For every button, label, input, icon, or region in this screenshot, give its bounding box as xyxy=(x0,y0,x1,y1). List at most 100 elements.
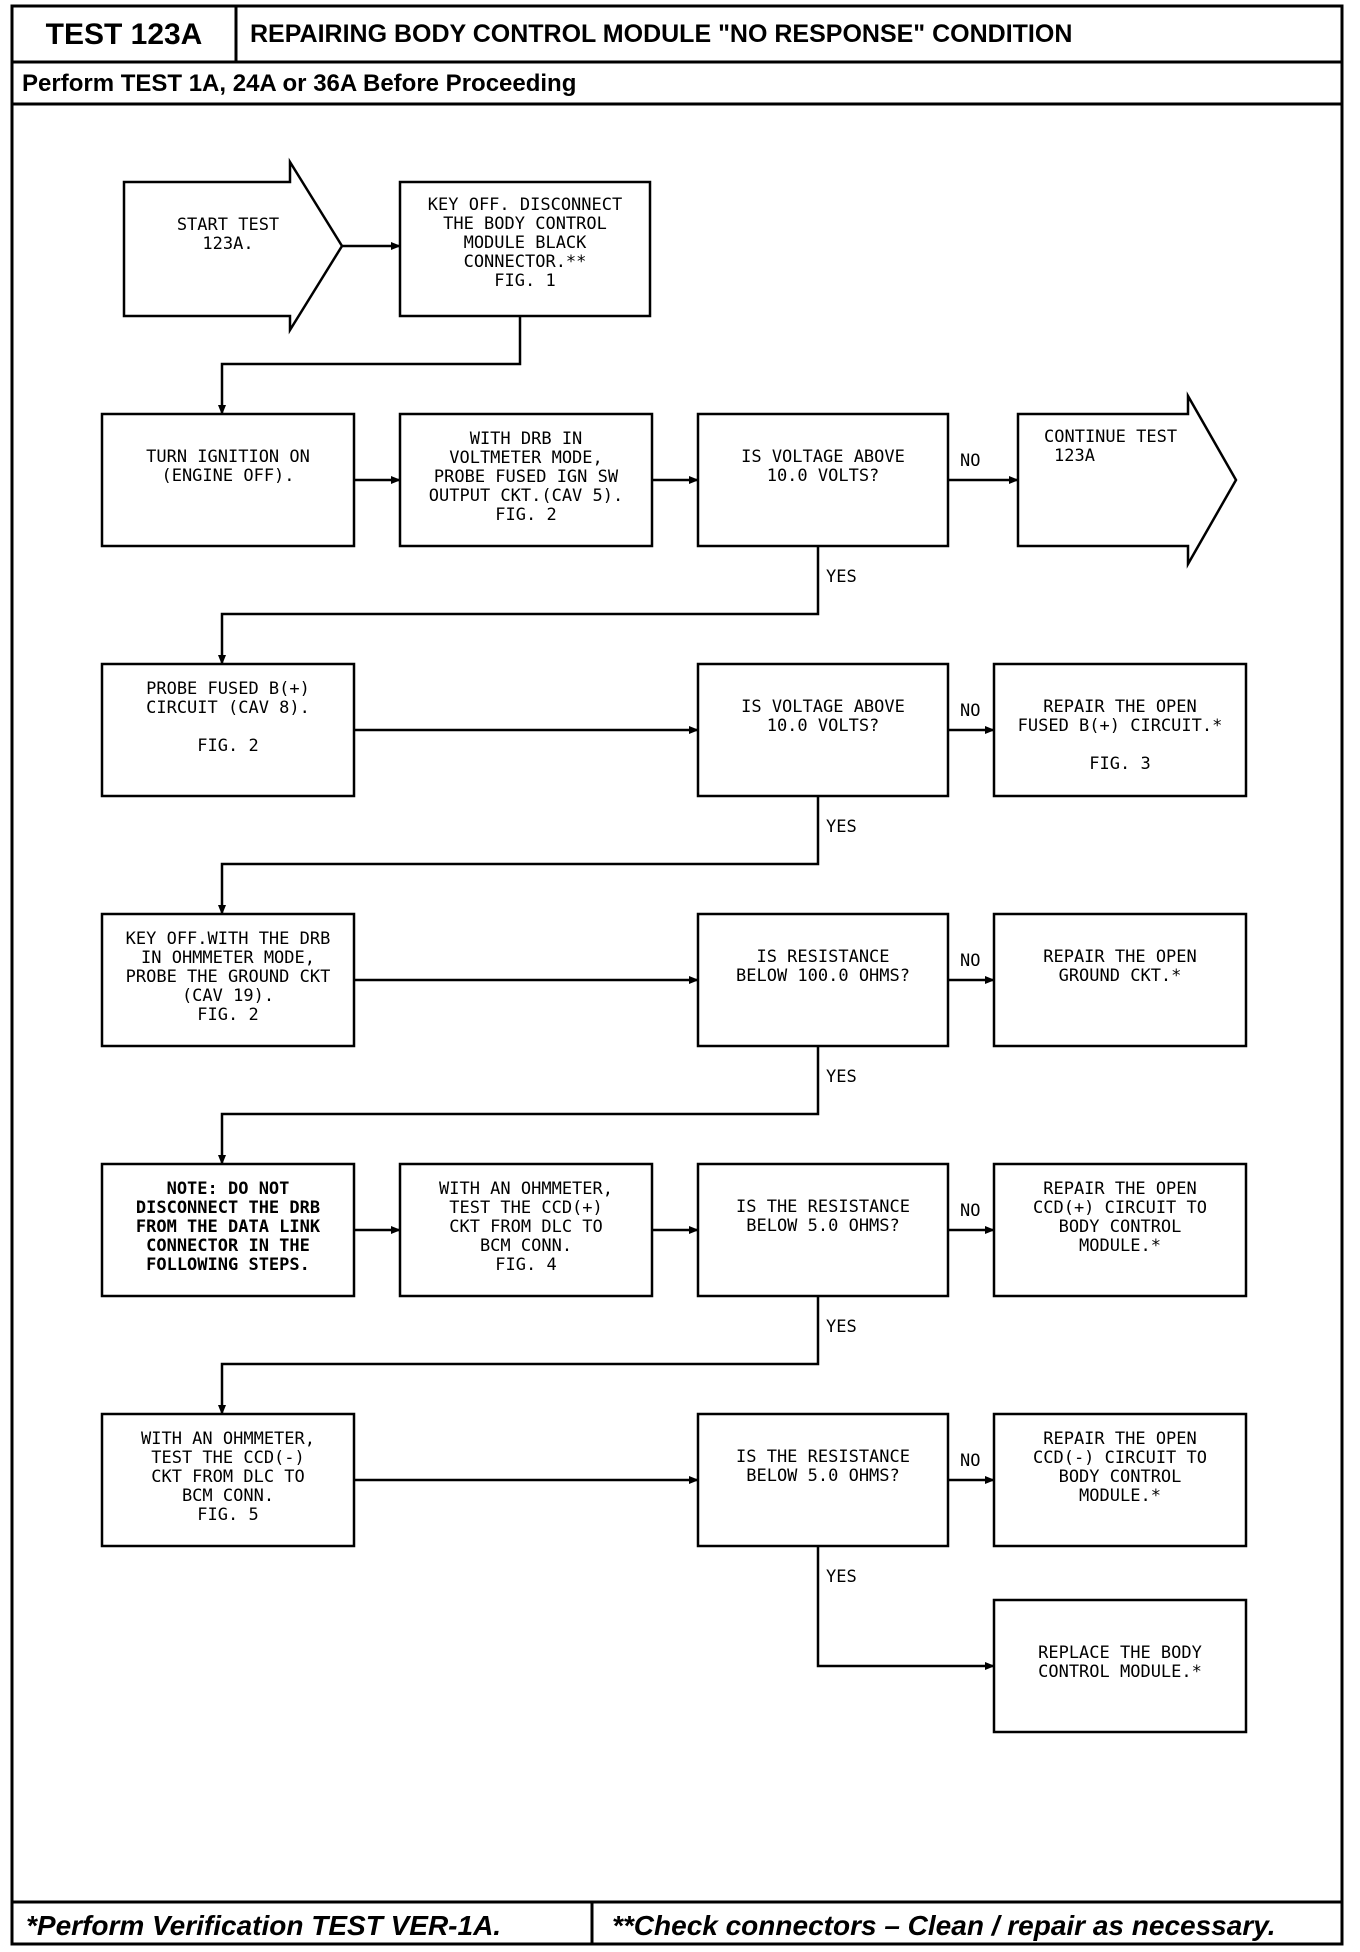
label-no-q1: NO xyxy=(960,451,980,471)
node-repair-fused-b-line: FUSED B(+) CIRCUIT.* xyxy=(1018,716,1223,736)
node-repair-fused-b-line: REPAIR THE OPEN xyxy=(1043,697,1197,717)
node-repair-ccd-plus-shape xyxy=(992,1162,1248,1298)
label-yes-r2: YES xyxy=(826,1317,857,1337)
node-probe-ground-line: PROBE THE GROUND CKT xyxy=(126,967,331,987)
node-repair-ccd-minus-line: MODULE.* xyxy=(1079,1486,1161,1506)
node-repair-ccd-minus-line: CCD(-) CIRCUIT TO xyxy=(1033,1448,1207,1468)
node-note-drb-line: FOLLOWING STEPS. xyxy=(146,1255,310,1275)
node-key-off-disconnect-line: THE BODY CONTROL xyxy=(443,214,607,234)
node-key-off-disconnect-shape xyxy=(398,180,652,318)
node-q-resistance-2-line: BELOW 5.0 OHMS? xyxy=(746,1216,900,1236)
node-replace-bcm-line: CONTROL MODULE.* xyxy=(1038,1662,1202,1682)
node-repair-ground-line: REPAIR THE OPEN xyxy=(1043,947,1197,967)
node-q-resistance-1-line: BELOW 100.0 OHMS? xyxy=(736,966,910,986)
node-continue-test-line: CONTINUE TEST xyxy=(1044,427,1177,447)
edge-q2-yes xyxy=(218,796,820,915)
node-repair-ccd-minus-line: REPAIR THE OPEN xyxy=(1043,1429,1197,1449)
node-repair-ccd-plus-line: BODY CONTROL xyxy=(1059,1217,1182,1237)
node-turn-ignition-on-line: TURN IGNITION ON xyxy=(146,447,310,467)
node-repair-ccd-minus-line: BODY CONTROL xyxy=(1059,1467,1182,1487)
node-probe-fused-b-line: CIRCUIT (CAV 8). xyxy=(146,698,310,718)
label-no-r3: NO xyxy=(960,1451,980,1471)
page-title: REPAIRING BODY CONTROL MODULE "NO RESPON… xyxy=(250,20,1072,48)
test-id: TEST 123A xyxy=(46,18,203,51)
edge-r1-yes xyxy=(218,1046,820,1165)
node-probe-ground-line: KEY OFF.WITH THE DRB xyxy=(126,929,331,949)
edge-disconnect-to-ignition xyxy=(218,316,522,415)
node-q-voltage-1-shape xyxy=(696,412,950,548)
node-key-off-disconnect-line: FIG. 1 xyxy=(494,271,555,291)
node-probe-ign-sw-line: FIG. 2 xyxy=(495,505,556,525)
edge-r2-yes xyxy=(218,1296,820,1415)
node-q-voltage-1-line: IS VOLTAGE ABOVE xyxy=(741,447,905,467)
node-test-ccd-minus-line: CKT FROM DLC TO xyxy=(151,1467,305,1487)
node-probe-ground-line: (CAV 19). xyxy=(182,986,274,1006)
node-repair-ccd-plus-line: REPAIR THE OPEN xyxy=(1043,1179,1197,1199)
label-no-r1: NO xyxy=(960,951,980,971)
node-probe-ign-sw-shape xyxy=(398,412,654,548)
node-test-ccd-plus-line: CKT FROM DLC TO xyxy=(449,1217,603,1237)
node-continue-test-shape xyxy=(1016,391,1238,569)
node-replace-bcm-line: REPLACE THE BODY xyxy=(1038,1643,1202,1663)
node-test-ccd-plus-line: BCM CONN. xyxy=(480,1236,572,1256)
outer-frame xyxy=(10,4,1344,1946)
node-test-ccd-plus-text: WITH AN OHMMETER,TEST THE CCD(+)CKT FROM… xyxy=(439,1179,613,1275)
node-repair-ccd-plus-line: MODULE.* xyxy=(1079,1236,1161,1256)
node-repair-ccd-minus-shape xyxy=(992,1412,1248,1548)
footer-note-right: **Check connectors – Clean / repair as n… xyxy=(612,1910,1276,1941)
node-q-resistance-3-shape xyxy=(696,1412,950,1548)
node-test-ccd-minus-line: WITH AN OHMMETER, xyxy=(141,1429,315,1449)
node-q-voltage-1-line: 10.0 VOLTS? xyxy=(767,466,880,486)
node-note-drb-line: FROM THE DATA LINK xyxy=(136,1217,321,1237)
node-start-line: 123A. xyxy=(202,234,253,254)
node-repair-ground-line: GROUND CKT.* xyxy=(1059,966,1182,986)
node-probe-fused-b-line: PROBE FUSED B(+) xyxy=(146,679,310,699)
node-key-off-disconnect-line: KEY OFF. DISCONNECT xyxy=(428,195,622,215)
node-repair-ccd-plus-line: CCD(+) CIRCUIT TO xyxy=(1033,1198,1207,1218)
node-q-voltage-2-line: 10.0 VOLTS? xyxy=(767,716,880,736)
node-turn-ignition-on-text: TURN IGNITION ON(ENGINE OFF). xyxy=(146,447,310,486)
node-probe-ground-line: FIG. 2 xyxy=(197,1005,258,1025)
node-repair-fused-b-shape xyxy=(992,662,1248,798)
node-note-drb-line: DISCONNECT THE DRB xyxy=(136,1198,320,1218)
node-q-resistance-2-line: IS THE RESISTANCE xyxy=(736,1197,910,1217)
node-start-shape xyxy=(122,157,344,335)
edge-q1-yes xyxy=(218,546,820,665)
node-key-off-disconnect-line: CONNECTOR.** xyxy=(464,252,587,272)
node-q-voltage-2-line: IS VOLTAGE ABOVE xyxy=(741,697,905,717)
edge-r3-yes xyxy=(816,1546,995,1670)
node-test-ccd-minus-text: WITH AN OHMMETER,TEST THE CCD(-)CKT FROM… xyxy=(141,1429,315,1525)
node-test-ccd-minus-line: TEST THE CCD(-) xyxy=(151,1448,305,1468)
node-replace-bcm-shape xyxy=(992,1598,1248,1734)
node-probe-fused-b-text: PROBE FUSED B(+)CIRCUIT (CAV 8).FIG. 2 xyxy=(146,679,310,756)
node-q-resistance-3-line: BELOW 5.0 OHMS? xyxy=(746,1466,900,1486)
node-test-ccd-plus-line: WITH AN OHMMETER, xyxy=(439,1179,613,1199)
node-test-ccd-plus-line: FIG. 4 xyxy=(495,1255,556,1275)
node-probe-ign-sw-line: VOLTMETER MODE, xyxy=(449,448,603,468)
node-q-resistance-1-line: IS RESISTANCE xyxy=(756,947,889,967)
node-probe-ign-sw-line: PROBE FUSED IGN SW xyxy=(434,467,619,487)
node-start-line: START TEST xyxy=(177,215,279,235)
node-key-off-disconnect-line: MODULE BLACK xyxy=(464,233,588,253)
node-test-ccd-minus-shape xyxy=(100,1412,356,1548)
node-probe-ground-shape xyxy=(100,912,356,1048)
label-no-q2: NO xyxy=(960,701,980,721)
node-probe-ign-sw-line: WITH DRB IN xyxy=(470,429,583,449)
label-no-r2: NO xyxy=(960,1201,980,1221)
node-probe-ground-line: IN OHMMETER MODE, xyxy=(141,948,315,968)
